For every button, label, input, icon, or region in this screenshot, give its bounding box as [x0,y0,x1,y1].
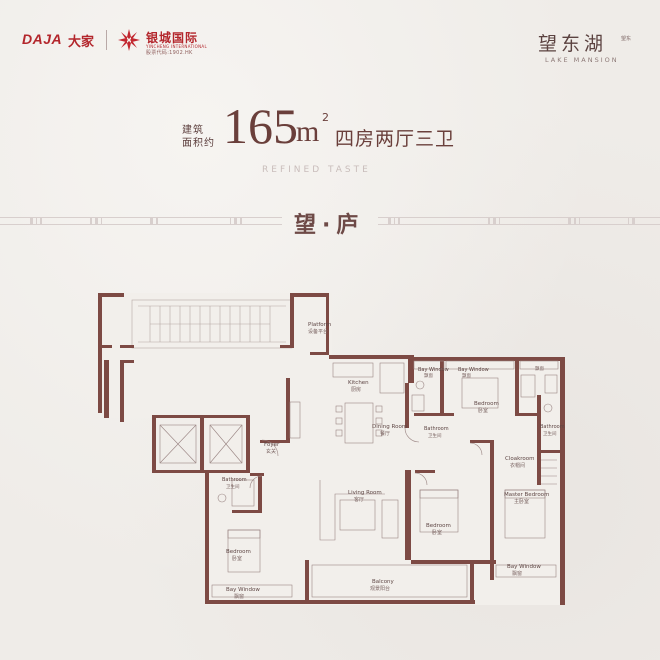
decorative-bar-right [378,217,660,225]
label-bathroom-2-cn: 卫生间 [543,430,557,437]
area-label-line1: 建筑 [182,125,204,136]
label-dining-cn: 餐厅 [380,430,390,437]
label-kitchen: Kitchen [348,380,369,386]
label-foyer: Foyer [264,442,280,448]
label-bedroom-3: Bedroom [426,523,451,529]
label-master-bedroom-cn: 主卧室 [514,498,529,505]
yincheng-flower-icon [118,29,140,51]
label-balcony: Balcony [372,579,395,585]
label-master-bedroom: Master Bedroom [504,492,549,498]
label-bedroom-2-cn: 卧室 [232,555,242,562]
tagline: REFINED TASTE [262,165,371,175]
label-bathroom-2: Bathroom [540,424,565,430]
label-cloakroom-cn: 衣帽间 [510,462,525,469]
label-foyer-cn: 玄关 [266,448,276,455]
plan-details [159,360,559,598]
label-bedroom-1: Bedroom [474,401,499,407]
label-bathroom-3: Bathroom [222,477,247,483]
label-bathroom-1: Bathroom [424,426,449,432]
project-logo: 望东湖 [538,33,608,55]
decorative-bar-left [0,217,282,225]
unit-name: 望·庐 [294,213,365,238]
area-unit: m [296,115,320,148]
label-bedroom-3-cn: 卧室 [432,529,442,536]
label-cloakroom: Cloakroom [505,456,535,462]
unit-type: 四房两厅三卫 [335,128,456,150]
label-balcony-cn: 观景阳台 [370,585,390,592]
label-platform: Platform [308,322,331,328]
yincheng-name-en: YINCHENG INTERNATIONAL [146,44,207,49]
label-bay-window-2-cn: 飘窗 [462,372,471,379]
daja-logo-cn: 大家 [68,35,95,50]
label-bay-window-4: Bay Window [226,587,260,593]
yincheng-stock-code: 股票代码:1902.HK [146,50,193,56]
label-bay-window-4-cn: 飘窗 [234,593,244,600]
floor-fill [100,293,565,605]
label-platform-cn: 设备平台 [308,328,328,335]
label-bedroom-1-cn: 卧室 [478,407,488,414]
label-bay-window-5: Bay Window [507,564,541,570]
area-value: 165 [223,98,298,154]
label-bathroom-1-cn: 卫生间 [428,432,442,439]
label-bathroom-3-cn: 卫生间 [226,483,240,490]
label-bay-window-2: Bay Window [458,367,489,373]
project-logo-en: LAKE MANSION [545,56,619,64]
room-labels: Platform 设备平台 Kitchen 厨房 Dining Room 餐厅 … [222,322,565,600]
label-bay-window-1: Bay Window [418,367,449,373]
label-living: Living Room [348,490,382,496]
label-kitchen-cn: 厨房 [351,386,361,393]
label-bedroom-2: Bedroom [226,549,251,555]
walls [98,293,565,605]
daja-logo: DAJA [22,31,63,47]
brand-divider [106,30,107,50]
label-bay-window-5-cn: 飘窗 [512,570,522,577]
yincheng-name: 银城国际 [146,31,199,45]
project-logo-small: 望东 [621,36,632,42]
label-living-cn: 客厅 [354,496,364,503]
area-unit-superscript: 2 [322,111,329,124]
area-label-line2: 面积约 [182,138,215,149]
label-dining: Dining Room [372,424,407,430]
label-bay-window-3: 飘窗 [535,365,544,372]
label-bay-window-1-cn: 飘窗 [424,372,433,379]
